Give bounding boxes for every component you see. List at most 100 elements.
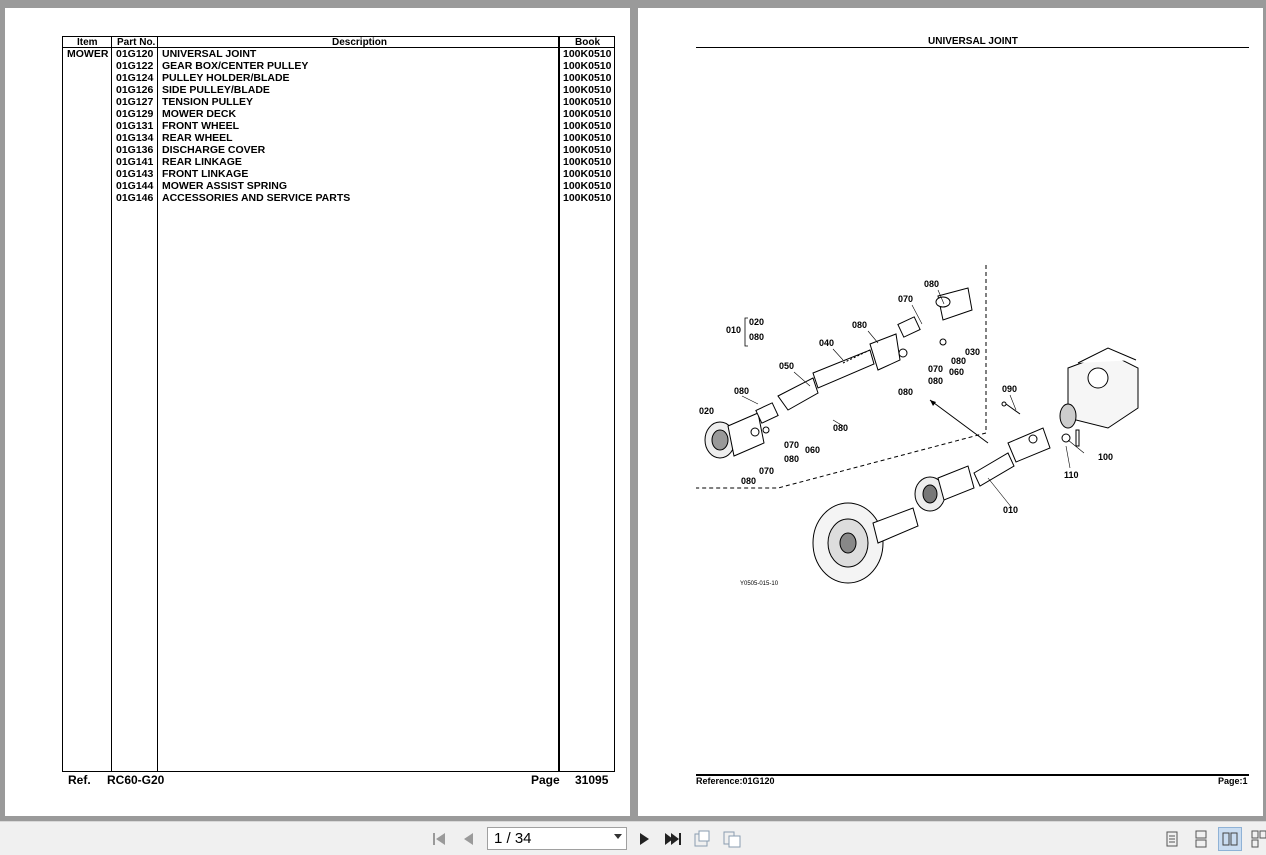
two-page-view-button[interactable]	[1218, 827, 1242, 851]
svg-text:010: 010	[726, 325, 741, 335]
book-number: 100K0510	[563, 48, 612, 60]
svg-text:080: 080	[741, 476, 756, 486]
part-description: GEAR BOX/CENTER PULLEY	[162, 60, 309, 72]
single-page-icon	[1166, 831, 1178, 847]
svg-text:080: 080	[898, 387, 913, 397]
part-number: 01G146	[116, 192, 154, 204]
viewer-toolbar: 1 / 34	[0, 821, 1266, 855]
table-header-rule	[62, 47, 615, 48]
part-description: TENSION PULLEY	[162, 96, 254, 108]
part-number: 01G141	[116, 156, 154, 168]
svg-text:080: 080	[928, 376, 943, 386]
two-page-continuous-button[interactable]	[1247, 827, 1266, 851]
table-bottom-border	[62, 771, 615, 772]
part-number: 01G134	[116, 132, 154, 144]
part-description: REAR WHEEL	[162, 132, 233, 144]
header-book: Book	[575, 37, 600, 48]
rotate-button[interactable]	[690, 827, 714, 851]
book-number: 100K0510	[563, 192, 612, 204]
svg-text:060: 060	[949, 367, 964, 377]
two-page-continuous-icon	[1251, 830, 1266, 848]
book-number: 100K0510	[563, 72, 612, 84]
svg-text:030: 030	[965, 347, 980, 357]
svg-text:080: 080	[784, 454, 799, 464]
book-number: 100K0510	[563, 120, 612, 132]
part-description: REAR LINKAGE	[162, 156, 242, 168]
first-page-button[interactable]	[428, 827, 452, 851]
part-number: 01G143	[116, 168, 154, 180]
page-indicator: 1 / 34	[494, 830, 532, 847]
prev-page-icon	[464, 833, 473, 845]
part-description: MOWER DECK	[162, 108, 237, 120]
next-page-button[interactable]	[632, 827, 656, 851]
svg-text:080: 080	[833, 423, 848, 433]
two-page-icon	[1222, 832, 1238, 846]
page-value: 31095	[575, 773, 609, 787]
part-description: DISCHARGE COVER	[162, 144, 266, 156]
book-number: 100K0510	[563, 180, 612, 192]
svg-text:060: 060	[805, 445, 820, 455]
table-left-border	[62, 36, 63, 772]
part-number: 01G127	[116, 96, 154, 108]
page-label: Page	[531, 773, 560, 787]
book-number: 100K0510	[563, 108, 612, 120]
book-number: 100K0510	[563, 60, 612, 72]
chevron-down-icon	[614, 834, 622, 839]
svg-text:020: 020	[749, 317, 764, 327]
copy-button[interactable]	[720, 827, 744, 851]
header-part-no: Part No.	[117, 37, 156, 48]
part-number: 01G122	[116, 60, 154, 72]
svg-text:050: 050	[779, 361, 794, 371]
book-number: 100K0510	[563, 84, 612, 96]
rotate-icon	[694, 830, 710, 847]
svg-text:020: 020	[699, 406, 714, 416]
part-callouts: 010 020 080 080 070 080 040 050 030 080 …	[699, 279, 1113, 515]
parts-index-page: Item Part No. Description Book MOWER 01G…	[5, 8, 630, 816]
svg-text:090: 090	[1002, 384, 1017, 394]
header-description: Description	[332, 37, 388, 48]
header-item: Item	[77, 37, 98, 48]
svg-text:080: 080	[749, 332, 764, 342]
svg-text:070: 070	[928, 364, 943, 374]
part-number: 01G131	[116, 120, 154, 132]
single-page-view-button[interactable]	[1160, 827, 1184, 851]
detail-enclosure	[696, 265, 987, 489]
svg-text:040: 040	[819, 338, 834, 348]
prev-page-button[interactable]	[457, 827, 481, 851]
part-number: 01G136	[116, 144, 154, 156]
part-number: 01G124	[116, 72, 154, 84]
footer-page: Page:1	[1218, 776, 1248, 786]
title-rule	[696, 47, 1249, 48]
diagram-page: UNIVERSAL JOINT	[638, 8, 1263, 816]
part-description: ACCESSORIES AND SERVICE PARTS	[162, 192, 351, 204]
part-number: 01G126	[116, 84, 154, 96]
column-divider-item	[111, 36, 112, 772]
diagram-title: UNIVERSAL JOINT	[928, 36, 1018, 47]
footer-reference: Reference:01G120	[696, 776, 775, 786]
footer-rule	[696, 774, 1249, 776]
continuous-view-button[interactable]	[1189, 827, 1213, 851]
column-divider-desc	[558, 36, 560, 772]
column-divider-part	[157, 36, 158, 772]
ref-value: RC60-G20	[107, 773, 165, 787]
part-description: FRONT WHEEL	[162, 120, 239, 132]
part-number: 01G120	[116, 48, 154, 60]
book-number: 100K0510	[563, 156, 612, 168]
svg-text:080: 080	[951, 356, 966, 366]
table-right-border	[614, 36, 615, 772]
table-top-border	[62, 36, 615, 37]
last-page-button[interactable]	[660, 827, 684, 851]
part-description: UNIVERSAL JOINT	[162, 48, 257, 60]
item-group-label: MOWER	[67, 48, 109, 60]
part-description: MOWER ASSIST SPRING	[162, 180, 288, 192]
part-number: 01G129	[116, 108, 154, 120]
assembled-shaft	[812, 347, 1139, 584]
book-number: 100K0510	[563, 168, 612, 180]
part-number: 01G144	[116, 180, 154, 192]
page-number-select[interactable]: 1 / 34	[487, 827, 627, 850]
svg-text:070: 070	[898, 294, 913, 304]
svg-text:110: 110	[1064, 470, 1079, 480]
exploded-shaft	[704, 287, 973, 459]
part-description: PULLEY HOLDER/BLADE	[162, 72, 290, 84]
part-description: FRONT LINKAGE	[162, 168, 249, 180]
